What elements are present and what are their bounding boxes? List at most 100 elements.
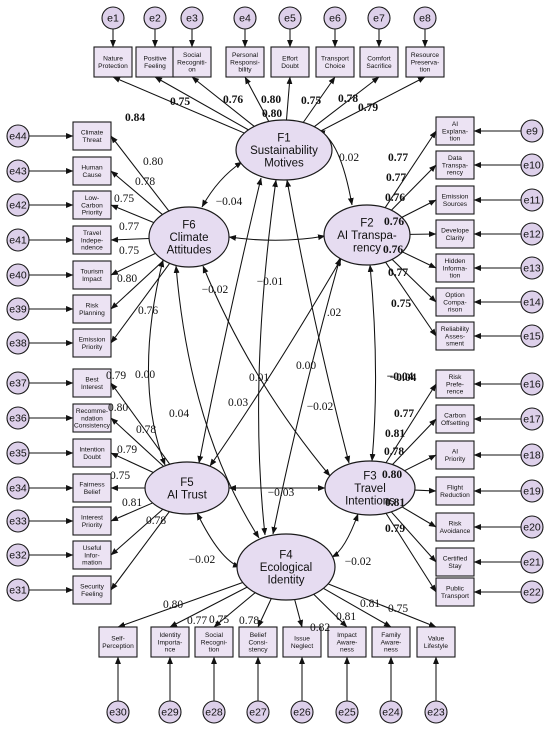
covariance-path-f3-f4: [331, 513, 359, 558]
latent-label-f5: AI Trust: [167, 489, 207, 501]
indicator-label-e2: Positive: [143, 56, 166, 63]
covariance-value-f1-f3: 0.01: [249, 372, 269, 384]
error-term-e21: [520, 550, 544, 574]
covariance-path-f6-f3: [202, 265, 331, 477]
loading-value-e13: 0.76: [383, 244, 403, 256]
indicator-label-e27: stency: [248, 647, 268, 654]
indicator-label-e15: Asses-: [445, 333, 465, 340]
loading-path-e27: [257, 598, 272, 628]
indicator-label-e28: Social: [205, 632, 223, 639]
error-term-e37: [6, 371, 30, 395]
indicator-label-e44: Climate: [81, 130, 104, 137]
loading-path-e7: [313, 76, 380, 128]
error-label-e11: e11: [524, 195, 541, 207]
error-label-e14: e14: [523, 297, 541, 309]
indicator-label-e33: Priority: [82, 522, 103, 529]
error-term-e8: [413, 6, 437, 30]
indicator-label-e7: Comfort: [367, 56, 391, 63]
error-term-e32: [6, 543, 30, 567]
error-label-e41: e41: [9, 235, 27, 247]
error-label-e23: e23: [427, 707, 445, 719]
indicator-box-e7: [359, 46, 399, 78]
latent-label-f2: rency: [353, 243, 381, 255]
latent-factor-f3: [324, 460, 416, 516]
loading-value-e39: 0.80: [117, 273, 137, 285]
error-label-e13: e13: [523, 263, 541, 275]
latent-label-f6: F6: [182, 220, 195, 232]
indicator-box-e6: [315, 46, 355, 78]
indicator-box-e32: [72, 540, 112, 570]
indicator-label-e19: Reduction: [440, 492, 470, 499]
loading-path-e25: [313, 593, 348, 628]
indicator-label-e1: Nature: [103, 56, 123, 63]
covariance-value-f3-f4: −0.02: [345, 556, 372, 568]
error-term-e5: [278, 6, 302, 30]
indicator-box-e27: [238, 626, 278, 658]
loading-path-e3: [191, 76, 255, 127]
latent-factor-f5: [144, 461, 230, 515]
indicator-label-e7: Sacrifice: [366, 63, 392, 70]
indicator-label-e37: Best: [85, 377, 98, 384]
loading-value-e22: 0.79: [385, 523, 405, 535]
indicator-box-e37: [72, 368, 112, 398]
error-label-e6: e6: [329, 13, 341, 25]
loading-path-e13: [402, 251, 437, 269]
loading-value-e43: 0.78: [135, 176, 155, 188]
indicator-box-e43: [72, 156, 112, 186]
indicator-box-e5: [270, 46, 310, 78]
indicator-box-e1: [93, 46, 133, 78]
loading-value-e19: 0.78: [384, 446, 404, 458]
indicator-box-e40: [72, 260, 112, 290]
error-term-e29: [158, 700, 182, 724]
indicator-label-e9: tion: [450, 136, 461, 143]
indicator-box-e10: [435, 150, 475, 180]
error-label-e5: e5: [284, 13, 296, 25]
error-term-e19: [520, 479, 544, 503]
loading-path-e30: [117, 581, 243, 628]
loading-path-e4: [244, 76, 270, 122]
loading-path-e36: [110, 417, 164, 467]
loading-value-e26: 0.82: [310, 622, 330, 634]
error-term-e3: [180, 6, 204, 30]
loading-path-e16: [385, 383, 437, 464]
error-label-e31: e31: [9, 585, 27, 597]
indicator-box-e12: [435, 219, 475, 249]
indicator-label-e36: ndation: [81, 415, 103, 422]
indicator-label-e6: Transport: [321, 56, 349, 63]
error-term-e36: [6, 406, 30, 430]
loading-path-e42: [110, 204, 155, 224]
error-term-e15: [520, 324, 544, 348]
indicator-box-e15: [435, 321, 475, 351]
loading-value-e37: 0.79: [106, 370, 126, 382]
indicator-label-e23: Lifestyle: [424, 643, 449, 650]
latent-label-f1: F1: [277, 133, 290, 145]
indicator-label-e27: Belief: [250, 632, 267, 639]
covariance-value-f2-f3: −0.04: [387, 371, 414, 383]
loading-path-e33: [110, 502, 153, 522]
loading-value-e4: 0.80: [261, 94, 281, 106]
indicator-label-e31: Security: [80, 584, 105, 591]
indicator-label-e6: Choice: [325, 63, 346, 70]
indicator-label-e35: Doubt: [83, 454, 101, 461]
error-term-e23: [424, 700, 448, 724]
indicator-label-e35: Intention: [79, 447, 105, 454]
loading-value-e11: 0.76: [385, 192, 405, 204]
indicator-label-e21: Stay: [448, 563, 462, 570]
indicator-label-e8: Resource: [411, 52, 440, 59]
indicator-label-e41: Travel: [83, 230, 102, 237]
loading-path-e21: [390, 511, 437, 563]
loading-value-e30: 0.80: [163, 599, 183, 611]
indicator-label-e41: ndence: [81, 245, 103, 252]
error-term-e43: [6, 159, 30, 183]
indicator-box-e2: [135, 46, 175, 78]
error-label-e22: e22: [523, 587, 541, 599]
loading-value-e21: 0.81: [385, 497, 405, 509]
covariance-path-f2-f6: [228, 234, 326, 241]
loading-value-e38: 0.76: [138, 305, 158, 317]
indicator-box-e13: [435, 253, 475, 283]
indicator-box-e24: [371, 626, 411, 658]
loading-path-e22: [385, 512, 437, 593]
indicator-box-e11: [435, 185, 475, 215]
indicator-box-e34: [72, 473, 112, 503]
indicator-box-e21: [435, 547, 475, 577]
